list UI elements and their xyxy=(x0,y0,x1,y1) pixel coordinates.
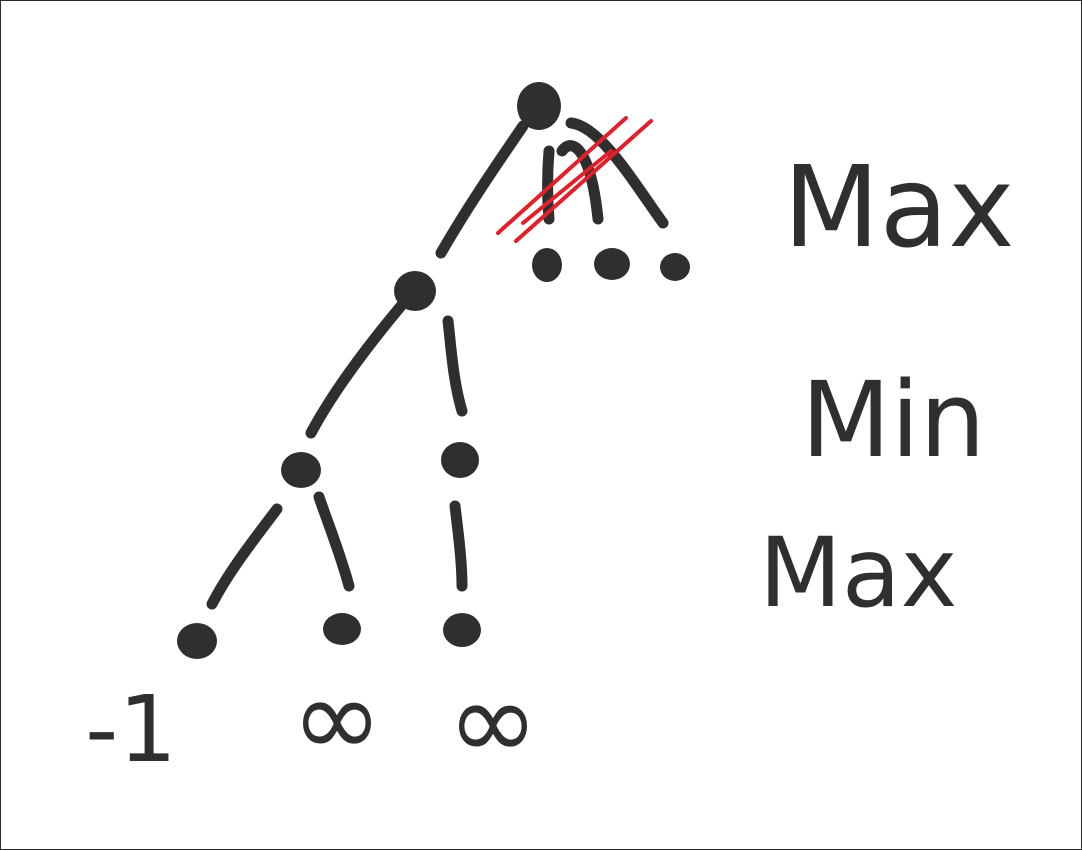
cross-mark-3 xyxy=(521,149,613,225)
node-pruned-1 xyxy=(532,248,562,282)
edge-max-left-to-leaf-2 xyxy=(313,491,355,592)
cross-mark-2 xyxy=(514,119,653,243)
edge-root-to-pruned-3 xyxy=(565,117,669,229)
node-pruned-3 xyxy=(660,253,690,281)
level-label-min: Min xyxy=(801,359,986,481)
level-label-max-top: Max xyxy=(783,143,1015,273)
leaf-value-2: ∞ xyxy=(291,654,383,782)
node-root xyxy=(517,82,561,130)
edge-min-to-max-right xyxy=(442,315,468,417)
node-max-left xyxy=(281,452,321,488)
leaf-value-3: ∞ xyxy=(447,657,539,785)
node-leaf-3 xyxy=(443,613,481,647)
node-leaf-2 xyxy=(323,613,361,645)
leaf-values: -1 ∞ ∞ xyxy=(85,654,539,785)
node-pruned-2 xyxy=(594,248,630,280)
edge-max-left-to-leaf-1 xyxy=(206,503,283,610)
edge-min-to-max-left xyxy=(305,300,407,439)
node-min xyxy=(394,271,436,311)
cross-mark-1 xyxy=(496,116,628,235)
node-leaf-1 xyxy=(177,623,217,659)
edge-max-right-to-leaf-3 xyxy=(449,500,468,592)
leaf-value-1: -1 xyxy=(85,676,177,783)
pruned-branch-cross-marks xyxy=(496,116,653,243)
edge-root-to-min xyxy=(435,120,529,259)
level-labels: Max Min Max xyxy=(759,143,1015,629)
tree-edges xyxy=(206,117,669,610)
tree-nodes xyxy=(177,82,690,659)
node-max-right xyxy=(441,442,479,478)
level-label-max-bottom: Max xyxy=(759,517,957,629)
edge-root-to-pruned-2 xyxy=(556,140,604,225)
